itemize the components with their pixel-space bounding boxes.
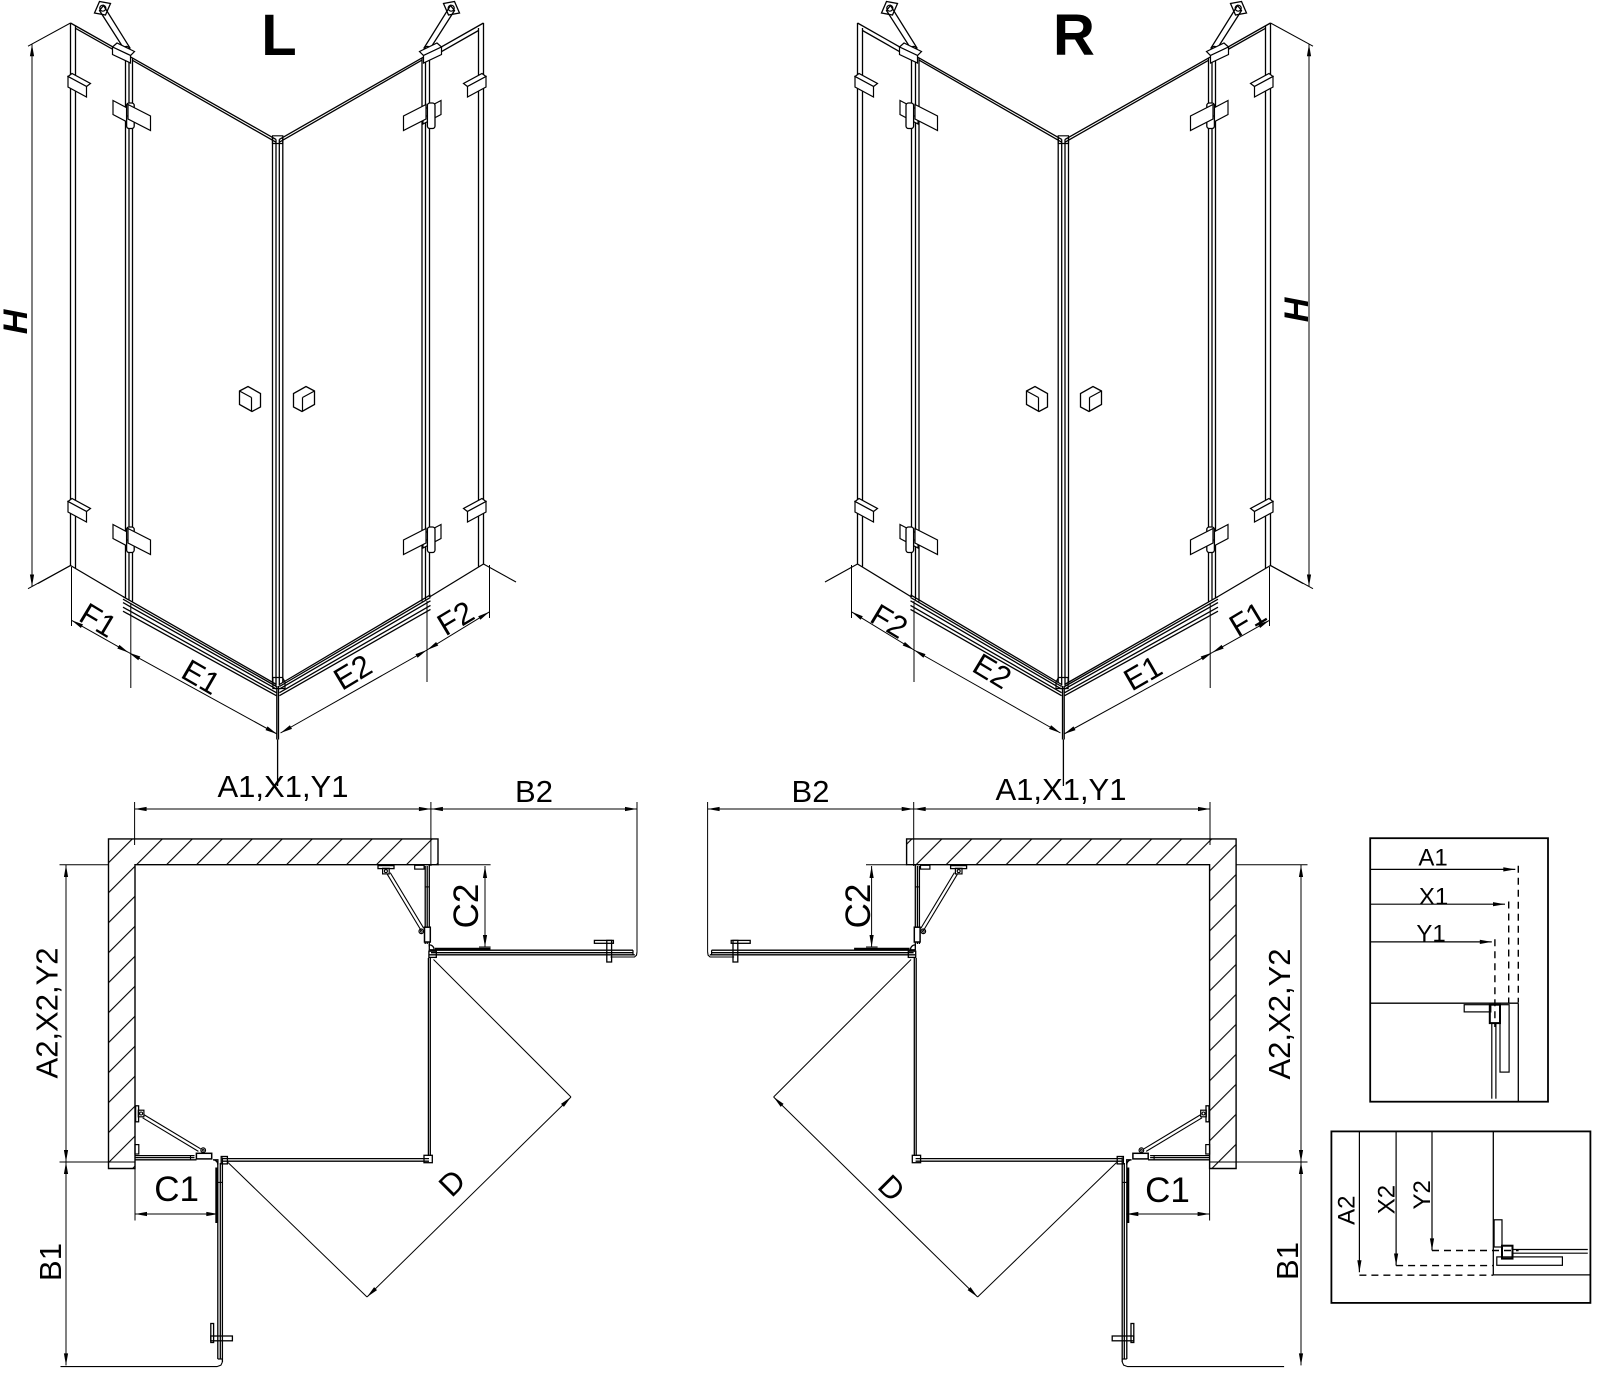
svg-text:C2: C2 (839, 884, 878, 929)
svg-text:B1: B1 (33, 1243, 68, 1281)
svg-text:A2,X2,Y2: A2,X2,Y2 (1262, 949, 1297, 1080)
svg-text:A2,X2,Y2: A2,X2,Y2 (30, 948, 65, 1079)
svg-text:Y1: Y1 (1416, 921, 1445, 948)
svg-text:C1: C1 (154, 1170, 199, 1209)
svg-text:X2: X2 (1373, 1185, 1400, 1214)
svg-text:B1: B1 (1270, 1242, 1305, 1280)
svg-text:C1: C1 (1145, 1171, 1190, 1210)
svg-text:X1: X1 (1419, 884, 1448, 911)
svg-text:H: H (0, 308, 35, 334)
svg-text:A1,X1,Y1: A1,X1,Y1 (996, 772, 1127, 807)
svg-text:R: R (1053, 3, 1095, 68)
svg-text:A2: A2 (1333, 1196, 1360, 1225)
svg-text:B2: B2 (792, 774, 830, 809)
svg-text:A1,X1,Y1: A1,X1,Y1 (218, 769, 349, 804)
svg-text:A1: A1 (1418, 845, 1447, 872)
svg-text:L: L (261, 3, 296, 68)
svg-text:Y2: Y2 (1409, 1180, 1436, 1209)
svg-text:C2: C2 (447, 884, 486, 929)
svg-text:B2: B2 (515, 774, 553, 809)
svg-text:H: H (1278, 296, 1316, 322)
